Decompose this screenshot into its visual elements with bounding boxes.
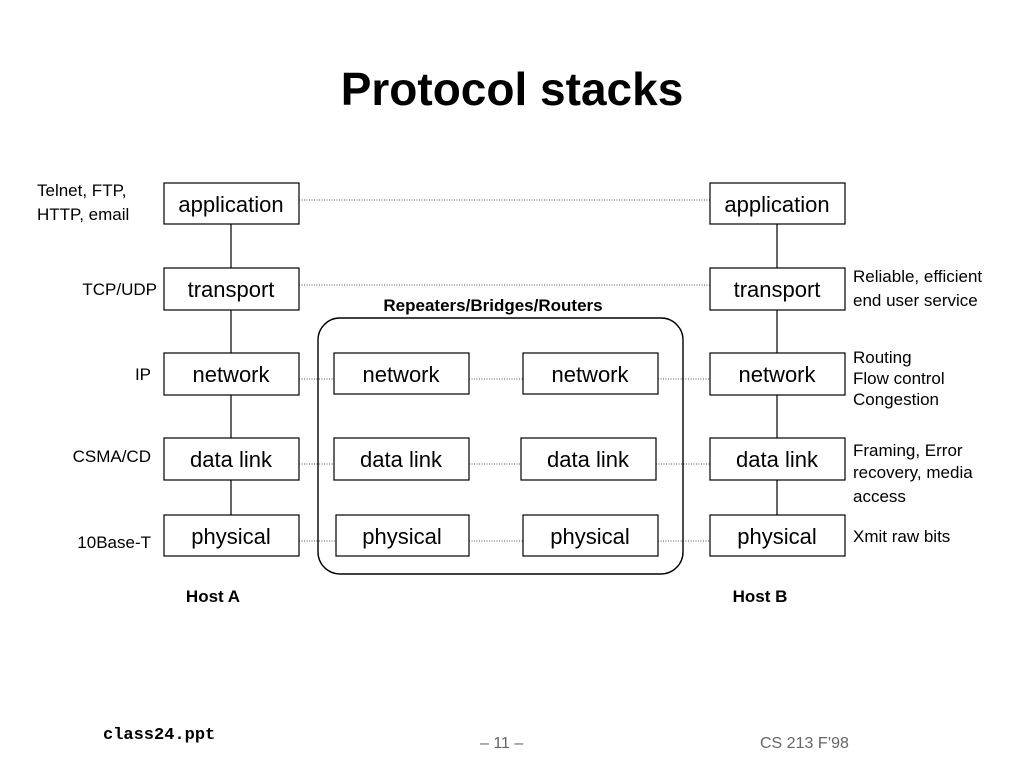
right-label-network-line-2: Flow control [853,369,945,388]
host-a-stack: application transport network data link … [163,182,300,557]
router-1-network-label: network [362,362,440,387]
host-b-physical-box [709,514,846,557]
right-label-physical: Xmit raw bits [853,527,950,546]
router-1-stack: network data link physical [333,352,470,557]
router-group-frame [317,317,684,575]
host-a-network-label: network [192,362,270,387]
right-label-network-line-1: Routing [853,348,912,367]
right-label-network-line-3: Congestion [853,390,939,409]
router-1-datalink-box [333,437,470,481]
slide-title: Protocol stacks [340,63,684,115]
host-a-datalink-box [163,437,300,481]
right-label-transport-line-1: Reliable, efficient [853,267,982,286]
right-label-datalink-line-3: access [853,487,906,506]
footer-course-label: CS 213 F’98 [760,735,849,752]
footer-page-number: – 11 – [480,735,524,752]
host-b-application-box [709,182,846,225]
host-b-network-box [709,352,846,396]
router-1-physical-label: physical [362,524,441,549]
host-b-datalink-box [709,437,846,481]
host-a-transport-label: transport [188,277,275,302]
left-label-application-line-1: Telnet, FTP, [37,181,126,200]
router-2-datalink-box [520,437,657,481]
right-label-transport-line-2: end user service [853,291,978,310]
host-b-stack: application transport network data link … [709,182,846,557]
right-label-datalink-line-2: recovery, media [853,463,973,482]
router-1-physical-box [335,514,470,557]
left-label-network: IP [135,365,151,384]
left-label-physical: 10Base-T [77,533,151,552]
host-a-transport-box [163,267,300,311]
right-label-datalink-line-1: Framing, Error [853,441,963,460]
host-b-physical-label: physical [737,524,816,549]
router-2-stack: network data link physical [520,352,659,557]
router-2-network-label: network [551,362,629,387]
host-b-datalink-label: data link [736,447,819,472]
host-a-network-box [163,352,300,396]
router-2-network-box [522,352,659,395]
host-a-physical-box [163,514,300,557]
host-b-application-label: application [724,192,829,217]
host-b-name: Host B [733,587,788,606]
router-group-label: Repeaters/Bridges/Routers [383,296,602,315]
left-label-application-line-2: HTTP, email [37,205,129,224]
host-b-network-label: network [738,362,816,387]
left-label-transport: TCP/UDP [82,280,157,299]
router-2-physical-label: physical [550,524,629,549]
footer-filename: class24.ppt [103,726,216,745]
left-label-datalink: CSMA/CD [73,447,151,466]
host-b-transport-label: transport [734,277,821,302]
host-b-transport-box [709,267,846,311]
router-2-physical-box [522,514,659,557]
host-a-datalink-label: data link [190,447,273,472]
host-a-name: Host A [186,587,240,606]
router-1-datalink-label: data link [360,447,443,472]
host-a-application-box [163,182,300,225]
router-2-datalink-label: data link [547,447,630,472]
host-a-application-label: application [178,192,283,217]
host-a-physical-label: physical [191,524,270,549]
router-1-network-box [333,352,470,395]
